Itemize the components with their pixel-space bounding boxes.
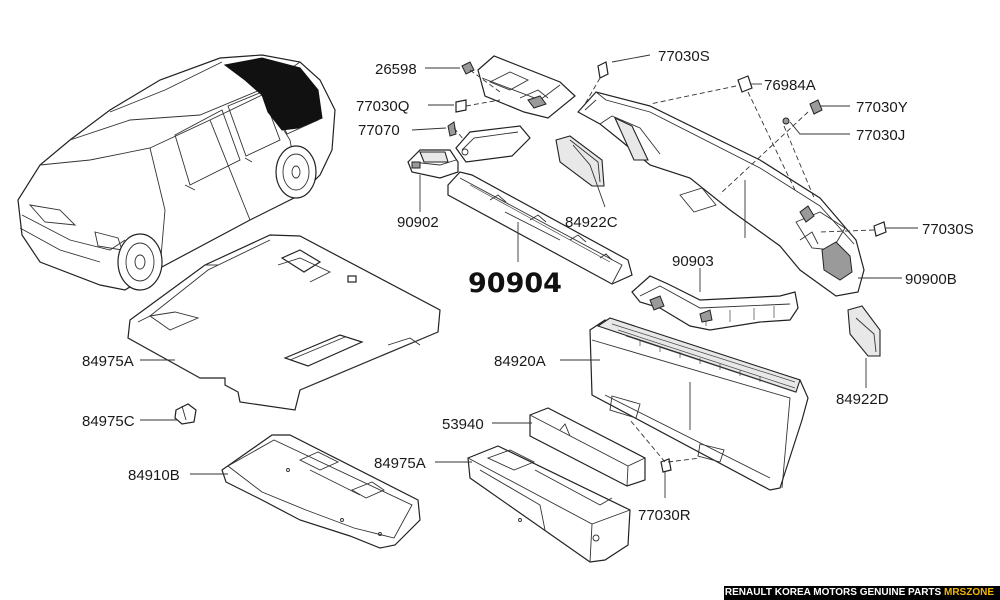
label-26598: 26598 — [375, 61, 417, 78]
clip-77030j — [782, 117, 790, 125]
clip-77030s-right — [873, 221, 887, 237]
clip-76984a — [737, 75, 753, 93]
label-77030q: 77030Q — [356, 98, 409, 115]
storage-box-84975a — [467, 445, 631, 563]
trunk-sill-panel-84920a — [589, 317, 809, 491]
trim-cover — [455, 125, 531, 163]
label-77030y: 77030Y — [856, 99, 908, 116]
lamp-26598 — [461, 61, 475, 75]
footer-text: RENAULT KOREA MOTORS GENUINE PARTS — [724, 587, 942, 598]
pin-77070 — [447, 121, 457, 137]
label-77030r: 77030R — [638, 507, 691, 524]
label-90903: 90903 — [672, 253, 714, 270]
label-84922c: 84922C — [565, 214, 618, 231]
label-77030s-top: 77030S — [658, 48, 710, 65]
label-84922d: 84922D — [836, 391, 889, 408]
trim-rail-90904 — [447, 171, 633, 285]
lamp-housing — [477, 55, 576, 119]
label-53940: 53940 — [442, 416, 484, 433]
clip-77030s-top — [597, 61, 609, 79]
part-labels: 26598 77030Q 77070 90902 90904 84922C 77… — [82, 48, 974, 524]
label-76984a: 76984A — [764, 77, 816, 94]
leader-lines — [140, 54, 918, 498]
label-90900b: 90900B — [905, 271, 957, 288]
label-84910b: 84910B — [128, 467, 180, 484]
block-53940 — [529, 407, 646, 487]
label-84975a-left: 84975A — [82, 353, 134, 370]
clip-77030y — [809, 99, 823, 115]
clip-77030r — [660, 458, 672, 473]
label-90904: 90904 — [468, 268, 562, 299]
label-77030j: 77030J — [856, 127, 905, 144]
side-trim-90903 — [631, 275, 799, 331]
luggage-floor-board — [127, 234, 441, 411]
cover-84922d — [847, 305, 881, 357]
tailgate-trim-90900b — [577, 91, 865, 297]
label-84975a-bottom: 84975A — [374, 455, 426, 472]
guide-lines — [453, 69, 875, 463]
cover-84922c — [555, 135, 605, 187]
clip-84975c — [174, 403, 197, 425]
label-84920a: 84920A — [494, 353, 546, 370]
vehicle-illustration — [17, 54, 336, 291]
storage-tray-84910b — [221, 434, 421, 549]
clip-77030q — [455, 99, 467, 113]
label-84975c: 84975C — [82, 413, 135, 430]
label-77070: 77070 — [358, 122, 400, 139]
label-90902: 90902 — [397, 214, 439, 231]
bracket-90902 — [407, 149, 459, 179]
footer-banner: RENAULT KOREA MOTORS GENUINE PARTS MRSZO… — [724, 586, 1000, 600]
footer-brand: MRSZONE — [944, 587, 994, 598]
label-77030s-right: 77030S — [922, 221, 974, 238]
